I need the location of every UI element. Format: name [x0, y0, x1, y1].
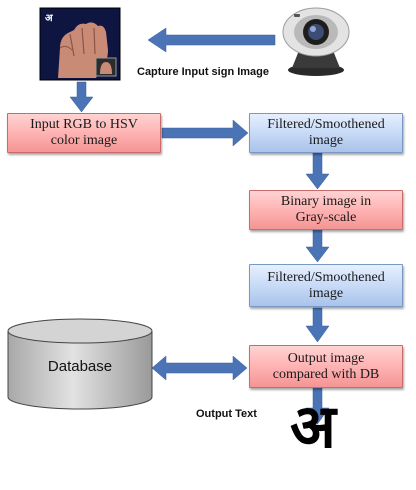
- filtered-box-1: Filtered/Smoothened image: [249, 113, 403, 153]
- arrow-binary-to-filtered2: [305, 229, 330, 263]
- database-cylinder: [7, 318, 153, 410]
- hand-photo: [39, 7, 121, 81]
- output-text-caption: Output Text: [196, 408, 257, 420]
- filtered-box-2: Filtered/Smoothened image: [249, 264, 403, 307]
- arrow-rgb-to-filtered: [161, 119, 249, 147]
- arrow-compare-to-output: [305, 387, 330, 425]
- arrow-filtered2-to-compare: [305, 307, 330, 343]
- database-label: Database: [47, 358, 113, 375]
- arrow-filtered-to-binary: [305, 152, 330, 190]
- compare-box: Output image compared with DB: [249, 345, 403, 388]
- arrow-webcam-to-photo: [147, 27, 276, 53]
- webcam-icon: [282, 7, 350, 76]
- capture-caption: Capture Input sign Image: [137, 66, 270, 78]
- arrow-database-compare: [151, 355, 248, 381]
- output-glyph: अ: [290, 392, 336, 462]
- arrow-photo-to-rgb: [69, 81, 94, 113]
- photo-glyph: अ: [45, 13, 53, 24]
- binary-box: Binary image in Gray-scale: [249, 190, 403, 230]
- rgb-to-hsv-box: Input RGB to HSV color image: [7, 113, 161, 153]
